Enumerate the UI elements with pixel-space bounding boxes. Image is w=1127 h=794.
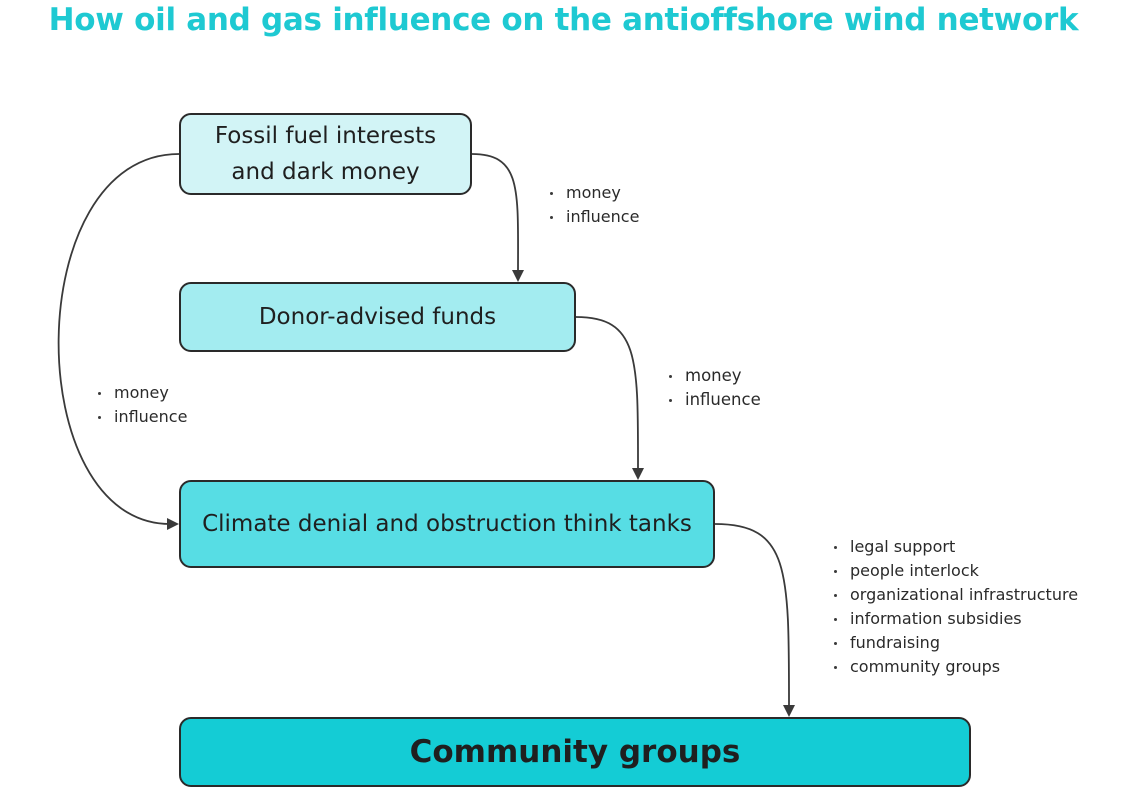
node-community-groups: Community groups: [179, 717, 971, 787]
edge-label-item: organizational infrastructure: [832, 583, 1078, 607]
edge-label-item: money: [96, 381, 187, 405]
edge-think-tanks-to-community: [714, 523, 790, 710]
node-donor-advised-funds-label: Donor-advised funds: [258, 304, 497, 330]
edge-label-item: fundraising: [832, 631, 1078, 655]
edge-label-item: people interlock: [832, 559, 1078, 583]
edge-label-fossil-to-think-tanks: money influence: [96, 381, 187, 429]
arrowhead-community: [783, 705, 795, 717]
edge-label-item: legal support: [832, 535, 1078, 559]
diagram-title: How oil and gas influence on the antioff…: [48, 2, 1079, 38]
edge-label-item: influence: [548, 205, 639, 229]
arrowhead-donor: [512, 270, 524, 282]
edge-label-item: community groups: [832, 655, 1078, 679]
edge-fossil-to-think-tanks: [57, 153, 180, 525]
node-fossil-fuel-interests: Fossil fuel interests and dark money: [179, 113, 472, 195]
arrowhead-think-tanks-left: [167, 518, 179, 530]
node-donor-advised-funds: Donor-advised funds: [179, 282, 576, 352]
edge-label-item: money: [667, 364, 761, 388]
edge-label-fossil-to-donor: money influence: [548, 181, 639, 229]
node-think-tanks: Climate denial and obstruction think tan…: [179, 480, 715, 568]
node-community-groups-label: Community groups: [409, 734, 741, 770]
node-think-tanks-label: Climate denial and obstruction think tan…: [202, 511, 692, 537]
node-fossil-fuel-interests-label: Fossil fuel interests and dark money: [214, 123, 437, 185]
edge-label-item: influence: [96, 405, 187, 429]
edge-fossil-to-donor: [471, 153, 519, 275]
edge-label-item: information subsidies: [832, 607, 1078, 631]
edge-label-item: money: [548, 181, 639, 205]
edge-donor-to-think-tanks: [575, 316, 639, 473]
edge-label-item: influence: [667, 388, 761, 412]
arrowhead-think-tanks-top: [632, 468, 644, 480]
edge-label-think-tanks-to-community: legal support people interlock organizat…: [832, 535, 1078, 679]
edge-label-donor-to-think-tanks: money influence: [667, 364, 761, 412]
